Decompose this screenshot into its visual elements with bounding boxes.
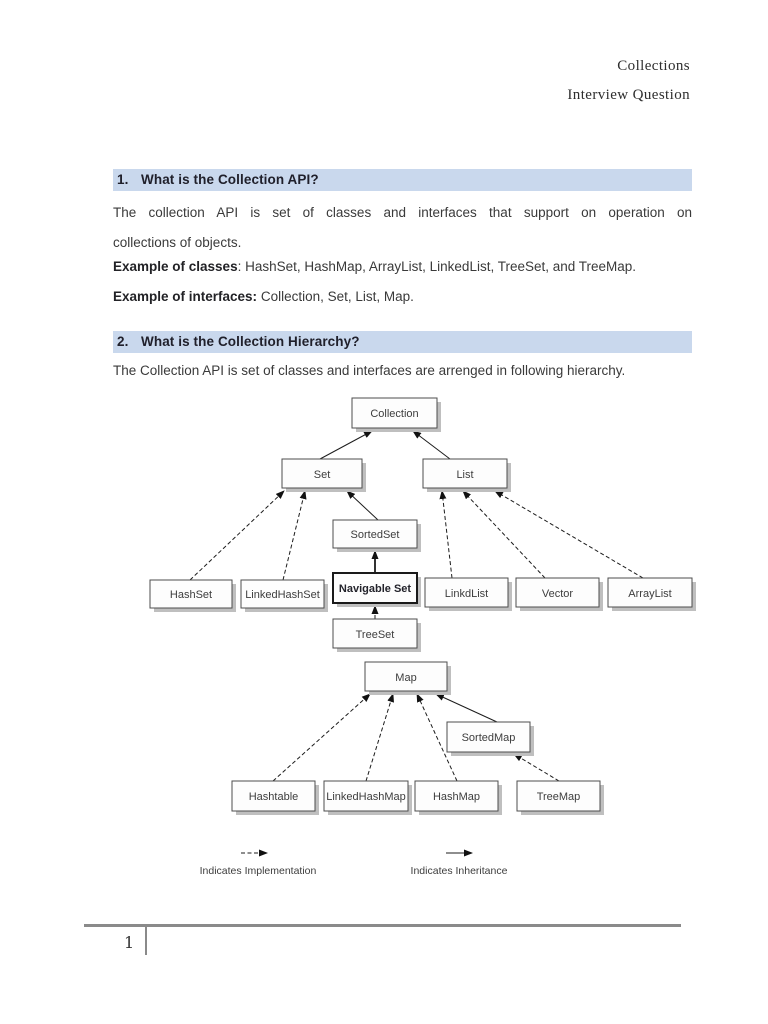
edge-set-collection bbox=[319, 430, 373, 460]
svg-text:Set: Set bbox=[314, 469, 331, 481]
svg-text:LinkedHashSet: LinkedHashSet bbox=[245, 589, 320, 601]
svg-text:Map: Map bbox=[395, 672, 416, 684]
paragraph-line: collections of objects. bbox=[113, 235, 242, 250]
edge-sortedmap-map bbox=[435, 693, 498, 723]
node-hashtable: Hashtable bbox=[231, 780, 319, 815]
node-set: Set bbox=[281, 458, 366, 492]
edge-hashtable-map bbox=[272, 693, 371, 782]
edge-list-collection bbox=[412, 430, 451, 460]
node-sortedmap: SortedMap bbox=[446, 721, 534, 756]
example-of-interfaces: Example of interfaces: Collection, Set, … bbox=[113, 289, 692, 304]
example-classes-label: Example of classes bbox=[113, 259, 238, 274]
node-treeset: TreeSet bbox=[332, 618, 421, 652]
node-navigableset: Navigable Set bbox=[332, 572, 421, 607]
edge-hashset-set bbox=[189, 490, 285, 581]
svg-text:Collection: Collection bbox=[370, 408, 418, 420]
example-interfaces-label: Example of interfaces: bbox=[113, 289, 258, 304]
edge-linkedhashmap-map bbox=[365, 693, 394, 782]
svg-text:Hashtable: Hashtable bbox=[249, 791, 299, 803]
svg-text:SortedSet: SortedSet bbox=[351, 529, 400, 541]
node-list: List bbox=[422, 458, 511, 492]
edge-linkedhashset-set bbox=[282, 490, 307, 581]
example-interfaces-list: Collection, Set, List, Map. bbox=[257, 289, 414, 304]
paragraph-line: The collection API is set of classes and… bbox=[113, 205, 692, 220]
header-title-collections: Collections bbox=[617, 58, 690, 74]
svg-text:TreeSet: TreeSet bbox=[356, 629, 395, 641]
collection-hierarchy-diagram: Collection Set List SortedSet HashSet bbox=[113, 390, 700, 895]
node-vector: Vector bbox=[515, 577, 603, 611]
edge-hashmap-map bbox=[416, 693, 458, 782]
node-linkedhashmap: LinkedHashMap bbox=[323, 780, 412, 815]
section-1-heading: 1. What is the Collection API? bbox=[113, 169, 692, 191]
legend-inheritance: Indicates Inheritance bbox=[411, 849, 508, 877]
node-arraylist: ArrayList bbox=[607, 577, 696, 611]
svg-text:LinkdList: LinkdList bbox=[445, 588, 488, 600]
node-map: Map bbox=[364, 661, 451, 695]
svg-text:List: List bbox=[456, 469, 473, 481]
document-header: Collections Interview Question bbox=[567, 52, 690, 110]
node-treemap: TreeMap bbox=[516, 780, 604, 815]
section-1-title: What is the Collection API? bbox=[141, 172, 319, 187]
section-1-number: 1. bbox=[117, 172, 129, 187]
svg-text:HashMap: HashMap bbox=[433, 791, 480, 803]
section-2-number: 2. bbox=[117, 334, 129, 349]
edge-arraylist-list bbox=[494, 490, 644, 579]
svg-text:TreeMap: TreeMap bbox=[537, 791, 581, 803]
example-of-classes: Example of classes: HashSet, HashMap, Ar… bbox=[113, 259, 692, 274]
svg-text:ArrayList: ArrayList bbox=[628, 588, 671, 600]
page-number: 1 bbox=[124, 933, 135, 952]
legend-implementation: Indicates Implementation bbox=[200, 849, 317, 877]
svg-text:LinkedHashMap: LinkedHashMap bbox=[326, 791, 406, 803]
footer-rule bbox=[84, 924, 681, 927]
edge-linkdlist-list bbox=[439, 490, 453, 579]
example-classes-list: : HashSet, HashMap, ArrayList, LinkedLis… bbox=[237, 259, 637, 274]
node-collection: Collection bbox=[351, 397, 441, 432]
section-2-heading: 2. What is the Collection Hierarchy? bbox=[113, 331, 692, 353]
svg-text:Indicates Inheritance: Indicates Inheritance bbox=[411, 865, 508, 877]
node-hashmap: HashMap bbox=[414, 780, 502, 815]
svg-text:Vector: Vector bbox=[542, 588, 574, 600]
node-linkdlist: LinkdList bbox=[424, 577, 512, 611]
footer-tick bbox=[145, 925, 147, 955]
svg-text:Navigable Set: Navigable Set bbox=[339, 583, 411, 595]
edge-sortedset-set bbox=[346, 490, 379, 521]
section-2-paragraph: The Collection API is set of classes and… bbox=[113, 363, 626, 378]
edge-vector-list bbox=[462, 490, 546, 579]
header-subtitle-interview-question: Interview Question bbox=[567, 87, 690, 103]
edge-treemap-sortedmap bbox=[513, 753, 560, 782]
svg-text:HashSet: HashSet bbox=[170, 589, 212, 601]
svg-text:SortedMap: SortedMap bbox=[462, 732, 516, 744]
svg-text:Indicates Implementation: Indicates Implementation bbox=[200, 865, 317, 877]
section-1-paragraph: The collection API is set of classes and… bbox=[113, 198, 692, 258]
node-sortedset: SortedSet bbox=[332, 519, 421, 552]
node-hashset: HashSet bbox=[149, 579, 236, 612]
section-2-title: What is the Collection Hierarchy? bbox=[141, 334, 360, 349]
node-linkedhashset: LinkedHashSet bbox=[240, 579, 328, 612]
